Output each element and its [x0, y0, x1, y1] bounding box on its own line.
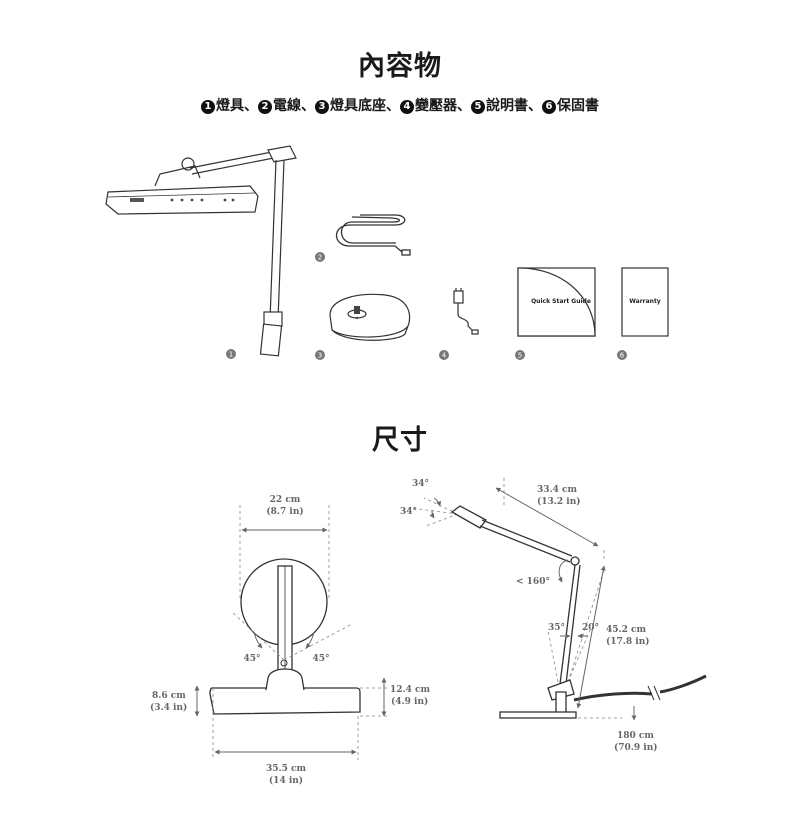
pole-height-cm: 45.2 cm — [606, 625, 647, 635]
rotate-right-angle: 45° — [312, 654, 329, 664]
contents-title: 內容物 — [358, 51, 442, 82]
pole-height-in: (17.8 in) — [606, 636, 650, 647]
svg-text:6: 6 — [620, 352, 625, 360]
base-height-in: (4.9 in) — [391, 696, 428, 707]
figure-number-3: 3 — [315, 350, 325, 360]
cable-length-in: (70.9 in) — [614, 742, 658, 753]
elbow-angle: < 160° — [516, 577, 550, 587]
quick-start-label: Quick Start Guide — [531, 298, 591, 305]
figure-number-4: 4 — [439, 350, 449, 360]
base-depth-cm: 8.6 cm — [152, 691, 186, 701]
base-width-cm: 35.5 cm — [266, 764, 307, 774]
figure-number-2: 2 — [315, 252, 325, 262]
rotate-left-angle: 45° — [243, 654, 260, 664]
cable-length-cm: 180 cm — [617, 731, 654, 741]
figure-number-1: 1 — [226, 349, 236, 359]
head-width-cm: 22 cm — [270, 495, 301, 505]
arm-length-cm: 33.4 cm — [537, 485, 578, 495]
base-depth-in: (3.4 in) — [150, 702, 187, 713]
figure-number-5: 5 — [515, 350, 525, 360]
dimensions-title: 尺寸 — [372, 425, 428, 456]
adapter-illustration — [453, 288, 479, 335]
base-width-in: (14 in) — [269, 775, 303, 786]
lamp-illustration — [105, 145, 297, 357]
warranty-booklet: Warranty — [621, 267, 669, 337]
svg-text:4: 4 — [442, 352, 447, 360]
head-tilt-bottom-angle: 34° — [400, 507, 417, 517]
head-width-in: (8.7 in) — [266, 506, 303, 517]
head-tilt-top-angle: 34° — [412, 479, 429, 489]
svg-text:1: 1 — [229, 351, 233, 359]
figure-number-badges: 2 1 3 4 5 6 — [226, 252, 627, 360]
base-illustration — [329, 293, 411, 341]
svg-text:3: 3 — [318, 352, 322, 360]
pole-tilt-front-angle: 20° — [582, 623, 599, 633]
warranty-label: Warranty — [629, 298, 661, 305]
arm-length-in: (13.2 in) — [537, 496, 581, 507]
front-view-diagram: 22 cm (8.7 in) 45° 45° 8.6 cm (3.4 in) 1… — [150, 495, 431, 786]
svg-text:2: 2 — [318, 254, 322, 262]
side-view-diagram: 34° 34° 33.4 cm (13.2 in) < 160° 35° 20°… — [400, 478, 707, 753]
cable-illustration — [335, 214, 411, 256]
quick-start-booklet: Quick Start Guide — [517, 267, 596, 337]
base-height-cm: 12.4 cm — [390, 685, 431, 695]
pole-tilt-back-angle: 35° — [548, 623, 565, 633]
svg-text:5: 5 — [518, 352, 522, 360]
figure-number-6: 6 — [617, 350, 627, 360]
